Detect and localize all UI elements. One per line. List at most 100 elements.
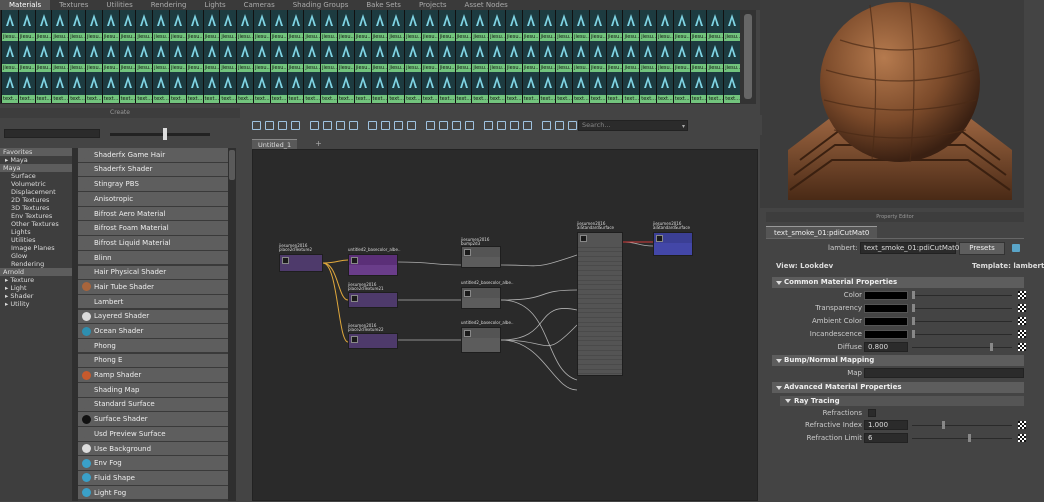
node-list-item[interactable]: Shaderfx Shader <box>78 162 228 177</box>
node-list-item[interactable]: Standard Surface <box>78 397 228 412</box>
material-swatch[interactable]: jiesu... <box>387 10 406 41</box>
material-swatch[interactable]: jiesu... <box>404 41 423 72</box>
material-swatch[interactable]: text... <box>672 72 690 103</box>
tree-item[interactable]: Volumetric <box>0 180 72 188</box>
file-texture-node[interactable] <box>348 254 398 276</box>
tree-item[interactable]: Glow <box>0 252 72 260</box>
tab-cameras[interactable]: Cameras <box>243 1 275 9</box>
material-swatch[interactable]: jiesu... <box>68 10 87 41</box>
material-swatch[interactable]: jiesu... <box>572 41 591 72</box>
refractions-checkbox[interactable] <box>868 409 876 417</box>
material-swatch[interactable]: jiesu... <box>152 41 171 72</box>
material-swatch[interactable]: jiesu... <box>555 10 574 41</box>
ambient-slider[interactable] <box>912 321 1012 322</box>
node-editor-tool-icon[interactable] <box>542 120 551 130</box>
material-swatch[interactable]: jiesu... <box>185 10 204 41</box>
material-swatch[interactable]: text... <box>588 72 606 103</box>
node-editor-tool-icon[interactable] <box>407 120 416 130</box>
material-swatch[interactable]: jiesu... <box>303 41 322 72</box>
material-swatch[interactable]: text... <box>605 72 623 103</box>
material-swatch[interactable]: jiesu... <box>135 10 154 41</box>
node-list-item[interactable]: Hair Tube Shader <box>78 280 228 294</box>
material-swatch[interactable]: jiesu... <box>168 41 187 72</box>
refraction-limit-slider[interactable] <box>912 438 1012 439</box>
material-swatch[interactable]: jiesu... <box>404 10 423 41</box>
node-list-item[interactable]: Phong <box>78 338 228 353</box>
node-editor-tool-icon[interactable] <box>381 120 390 130</box>
material-swatch[interactable]: jiesu... <box>689 10 708 41</box>
tree-item[interactable]: Favorites <box>0 148 72 156</box>
node-list-item[interactable]: Ocean Shader <box>78 324 228 338</box>
material-swatch[interactable]: jiesu... <box>17 41 36 72</box>
slider-handle[interactable] <box>912 317 915 325</box>
material-swatch[interactable]: text... <box>202 72 220 103</box>
material-swatch[interactable]: jiesu... <box>219 41 238 72</box>
material-swatch[interactable]: text... <box>168 72 186 103</box>
material-swatch[interactable]: jiesu... <box>68 41 87 72</box>
node-editor-tool-icon[interactable] <box>484 120 493 130</box>
tree-item[interactable]: ▸ Utility <box>0 300 72 308</box>
material-swatch[interactable]: jiesu... <box>286 10 305 41</box>
material-swatch[interactable]: jiesu... <box>1 10 19 41</box>
incandescence-slider[interactable] <box>912 334 1012 335</box>
material-swatch[interactable]: text... <box>454 72 472 103</box>
node-editor-tool-icon[interactable] <box>291 120 300 130</box>
tree-item[interactable]: 2D Textures <box>0 196 72 204</box>
map-button-icon[interactable] <box>1018 317 1026 325</box>
presets-button[interactable]: Presets <box>959 242 1005 255</box>
section-common-material[interactable]: Common Material Properties <box>772 277 1024 288</box>
material-swatch[interactable]: jiesu... <box>320 10 339 41</box>
material-swatch[interactable]: text... <box>286 72 304 103</box>
material-swatch[interactable]: text... <box>152 72 169 103</box>
tab-lights[interactable]: Lights <box>204 1 226 9</box>
slider-handle[interactable] <box>912 330 915 338</box>
node-editor-tool-icon[interactable] <box>465 120 474 130</box>
node-editor-tool-icon[interactable] <box>349 120 358 130</box>
node-editor-tool-icon[interactable] <box>323 120 332 130</box>
node-editor-tool-icon[interactable] <box>310 120 319 130</box>
material-swatch[interactable]: jiesu... <box>118 41 137 72</box>
material-swatch[interactable]: jiesu... <box>471 41 490 72</box>
node-list-scrollbar[interactable] <box>228 148 236 501</box>
node-editor-tool-icon[interactable] <box>336 120 345 130</box>
tab-projects[interactable]: Projects <box>418 1 447 9</box>
material-swatch[interactable]: text... <box>370 72 388 103</box>
material-swatch[interactable]: jiesu... <box>269 41 288 72</box>
material-swatch[interactable]: jiesu... <box>504 10 523 41</box>
material-swatch[interactable]: jiesu... <box>353 41 372 72</box>
material-swatch[interactable]: text... <box>622 72 640 103</box>
node-list-item[interactable]: Stingray PBS <box>78 177 228 191</box>
node-editor-tool-icon[interactable] <box>523 120 532 130</box>
material-swatch[interactable]: jiesu... <box>252 10 271 41</box>
tree-item[interactable]: Image Planes <box>0 244 72 252</box>
node-list-item[interactable]: Phong E <box>78 353 228 368</box>
material-swatch[interactable]: text... <box>252 72 270 103</box>
swatch-grid-scrollbar[interactable] <box>740 10 756 104</box>
material-swatch[interactable]: text... <box>471 72 489 103</box>
tree-item[interactable]: Other Textures <box>0 220 72 228</box>
material-swatch[interactable]: text... <box>135 72 153 103</box>
material-swatch[interactable]: jiesu... <box>572 10 591 41</box>
node-list-item[interactable]: Shaderfx Game Hair <box>78 148 228 162</box>
node-list-item[interactable]: Blinn <box>78 250 228 265</box>
material-swatch[interactable]: text... <box>1 72 18 103</box>
material-swatch[interactable]: jiesu... <box>236 41 255 72</box>
material-swatch[interactable]: jiesu... <box>370 10 389 41</box>
material-swatch[interactable]: jiesu... <box>252 41 271 72</box>
map-button-icon[interactable] <box>1018 304 1026 312</box>
node-editor-tool-icon[interactable] <box>265 120 274 130</box>
material-swatch[interactable]: text... <box>101 72 119 103</box>
material-swatch[interactable]: jiesu... <box>672 10 691 41</box>
chevron-down-icon[interactable]: ▾ <box>681 123 685 130</box>
material-swatch[interactable]: jiesu... <box>152 10 171 41</box>
tab-materials[interactable]: Materials <box>0 0 51 10</box>
material-swatch[interactable]: text... <box>639 72 657 103</box>
node-editor-tool-icon[interactable] <box>426 120 435 130</box>
map-button-icon[interactable] <box>1018 421 1026 429</box>
material-swatch[interactable]: jiesu... <box>84 41 103 72</box>
node-editor-tool-icon[interactable] <box>439 120 448 130</box>
node-list-item[interactable]: Hair Physical Shader <box>78 265 228 279</box>
slider-handle[interactable] <box>990 343 993 351</box>
color-swatch[interactable] <box>864 291 908 300</box>
tree-item[interactable]: Env Textures <box>0 212 72 220</box>
